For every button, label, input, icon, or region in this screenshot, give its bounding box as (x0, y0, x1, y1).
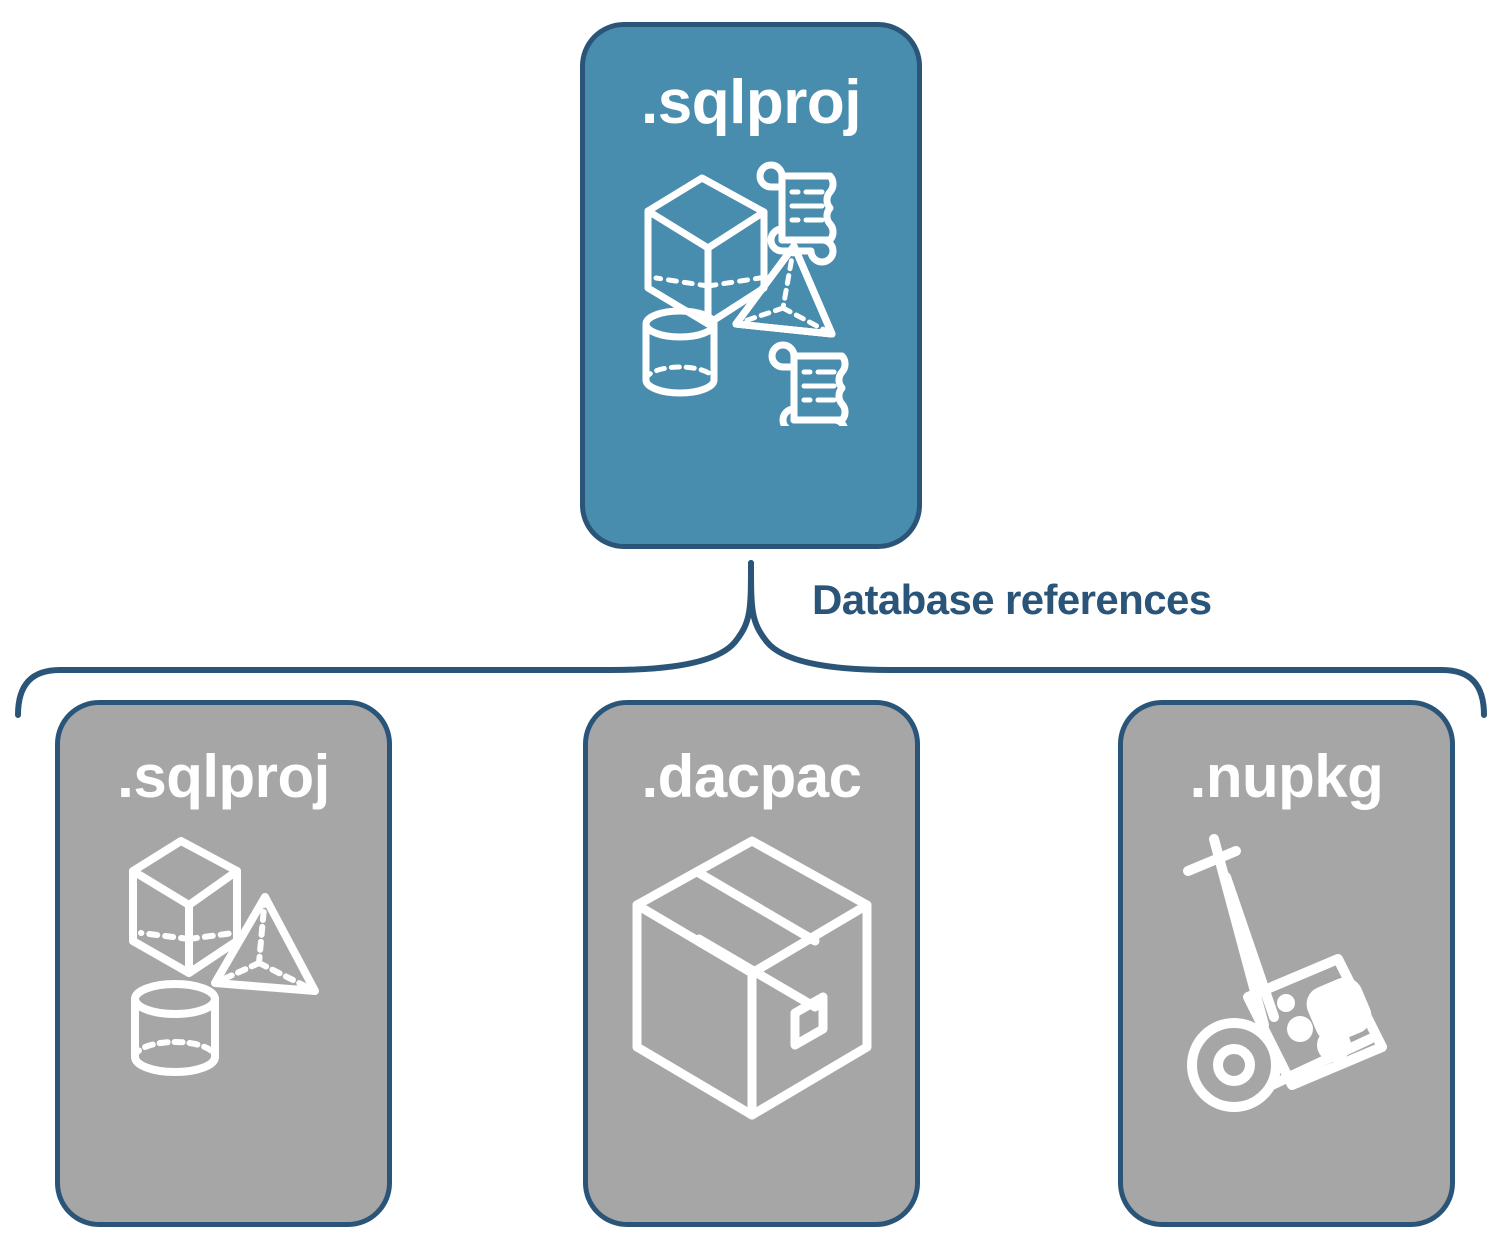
scroll-icon-top (756, 161, 837, 266)
node-root-sqlproj[interactable]: .sqlproj (580, 22, 922, 549)
node-nupkg-label: .nupkg (1189, 743, 1384, 810)
cylinder-icon (130, 980, 219, 1076)
node-sqlproj-label: .sqlproj (117, 743, 330, 810)
nuget-package-icon (1242, 954, 1387, 1090)
cube-icon (128, 837, 241, 977)
cylinder-icon (642, 307, 718, 397)
node-root-icon-group (636, 156, 866, 426)
node-root-label: .sqlproj (641, 68, 861, 137)
node-dacpac-icon-group (627, 833, 877, 1123)
node-sqlproj-icon-group (119, 833, 329, 1083)
database-references-bracket (15, 560, 1487, 718)
node-reference-dacpac[interactable]: .dacpac (583, 700, 920, 1227)
nuget-logo-dots (1276, 977, 1371, 1062)
node-nupkg-icon-group (1162, 833, 1412, 1123)
node-reference-sqlproj[interactable]: .sqlproj (55, 700, 392, 1227)
cube-icon (644, 174, 768, 328)
node-dacpac-label: .dacpac (641, 743, 862, 810)
node-reference-nupkg[interactable]: .nupkg (1118, 700, 1455, 1227)
pyramid-icon (732, 242, 836, 338)
scroll-icon-bottom (768, 341, 849, 426)
pyramid-icon (210, 893, 319, 995)
package-box-icon (632, 836, 871, 1120)
edge-label-database-references: Database references (812, 576, 1212, 623)
hand-truck-icon (1182, 834, 1375, 1112)
